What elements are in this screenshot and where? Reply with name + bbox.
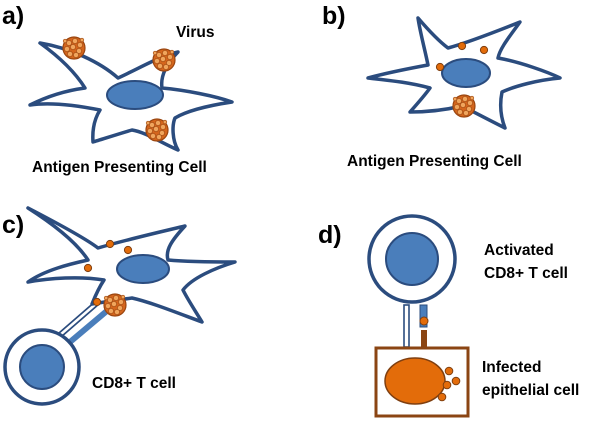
virus-label: Virus (176, 24, 215, 41)
antigen-dot (451, 376, 461, 386)
virus-particle-icon (62, 36, 86, 60)
activated-label-line1: Activated (484, 242, 554, 259)
tcr-receptor (403, 304, 410, 348)
panel-label-a: a) (2, 2, 24, 30)
panel-label-c: c) (2, 211, 24, 239)
antigen-dot (435, 62, 445, 72)
apc-label-a: Antigen Presenting Cell (32, 159, 207, 176)
antigen-dot (419, 316, 429, 326)
virus-particle-icon (452, 94, 476, 118)
antigen-dot (444, 366, 454, 376)
tcr-receptor (59, 301, 99, 336)
virus-particle-icon (103, 293, 127, 317)
nucleus-c (116, 254, 170, 284)
nucleus-a (106, 80, 164, 110)
virus-particle-icon (145, 118, 169, 142)
activated-label-line2: CD8+ T cell (484, 265, 568, 282)
apc-label-b: Antigen Presenting Cell (347, 153, 522, 170)
antigen-dot (457, 41, 467, 51)
antigen-dot (442, 380, 452, 390)
panel-label-d: d) (318, 221, 342, 249)
infected-label-line2: epithelial cell (482, 382, 579, 399)
antigen-dot (83, 263, 93, 273)
cd8-coreceptor (419, 304, 428, 328)
antigen-dot (123, 245, 133, 255)
antigen-dot (479, 45, 489, 55)
infected-cell-nucleus (384, 357, 446, 405)
cd8-label: CD8+ T cell (92, 375, 176, 392)
infected-label-line1: Infected (482, 359, 541, 376)
activated-cd8-nucleus (385, 232, 439, 286)
antigen-dot (92, 297, 102, 307)
panel-label-b: b) (322, 2, 346, 30)
cd8-coreceptor (68, 307, 110, 345)
antigen-dot (437, 392, 447, 402)
mhc-receptor (421, 330, 427, 348)
nucleus-b (441, 58, 491, 88)
cd8-t-cell-nucleus (19, 344, 65, 390)
antigen-dot (105, 239, 115, 249)
virus-particle-icon (152, 48, 176, 72)
